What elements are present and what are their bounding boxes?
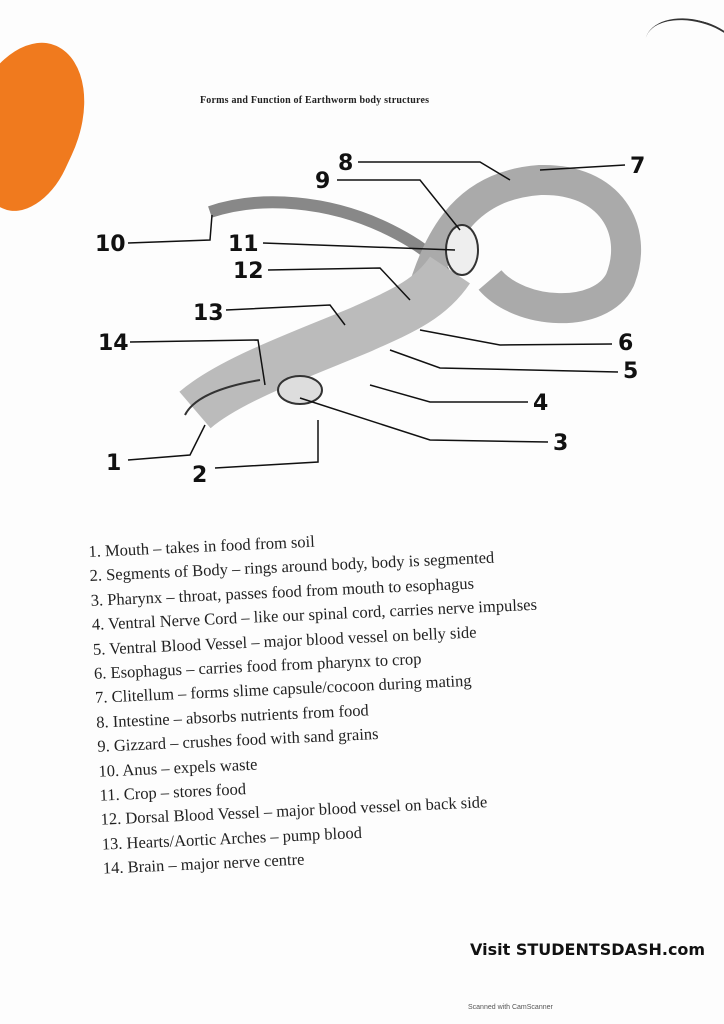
structure-num: 8. <box>95 712 110 732</box>
structure-num: 9. <box>96 736 111 757</box>
scanner-note: Scanned with CamScanner <box>468 1004 553 1011</box>
structure-num: 2. <box>89 565 103 586</box>
structure-name: Crop <box>123 783 158 804</box>
structure-name: Gizzard <box>113 733 167 756</box>
structure-name: Clitellum <box>111 684 175 707</box>
diagram-label-4: 4 <box>533 391 548 416</box>
structure-function: major nerve centre <box>180 849 305 875</box>
structure-name: Intestine <box>112 709 170 731</box>
structure-num: 6. <box>93 663 107 683</box>
structure-name: Brain <box>127 856 165 877</box>
watermark: Visit STUDENTSDASH.com <box>470 940 706 959</box>
structure-num: 12. <box>100 809 122 830</box>
mouth <box>184 379 261 416</box>
diagram-label-2: 2 <box>192 463 207 488</box>
diagram-label-1: 1 <box>106 451 121 476</box>
structure-num: 3. <box>90 590 104 610</box>
structure-function: takes in food from soil <box>165 531 316 558</box>
structure-function: stores food <box>172 779 247 802</box>
diagram-label-6: 6 <box>618 331 633 356</box>
structure-name: Ventral Blood Vessel <box>108 632 248 658</box>
structure-num: 7. <box>94 687 108 708</box>
earthworm-diagram: 1 2 3 4 5 6 7 8 9 10 11 12 13 14 <box>95 151 645 488</box>
structure-function: pump blood <box>282 822 363 846</box>
structure-num: 13. <box>101 833 123 854</box>
structure-num: 4. <box>91 614 105 635</box>
structure-num: 1. <box>88 541 102 561</box>
structure-name: Dorsal Blood Vessel <box>124 802 261 829</box>
diagram-label-3: 3 <box>553 431 568 456</box>
structure-name: Hearts/Aortic Arches <box>126 827 267 853</box>
page-title: Forms and Function of Earthworm body str… <box>200 95 430 106</box>
paper-edge <box>637 8 724 94</box>
diagram-label-12: 12 <box>233 259 264 284</box>
diagram-label-7: 7 <box>630 154 645 179</box>
worm-loop <box>405 164 642 324</box>
diagram-label-13: 13 <box>193 301 224 326</box>
structure-name: Anus <box>121 758 158 780</box>
diagram-label-10: 10 <box>95 232 126 257</box>
structure-name: Esophagus <box>110 659 183 683</box>
structure-name: Pharynx <box>106 587 163 609</box>
leader-lines <box>127 161 626 469</box>
diagram-label-5: 5 <box>623 359 638 384</box>
structure-num: 5. <box>92 638 106 659</box>
structure-function: expels waste <box>173 754 258 777</box>
structure-name: Ventral Nerve Cord <box>107 608 238 634</box>
structure-num: 14. <box>102 858 124 878</box>
structure-num: 11. <box>99 784 121 805</box>
diagram-label-14: 14 <box>98 331 129 356</box>
diagram-label-9: 9 <box>315 169 330 194</box>
structure-name: Mouth <box>104 539 150 561</box>
structure-num: 10. <box>98 760 120 781</box>
structure-name: Segments of Body <box>105 560 229 585</box>
diagram-label-8: 8 <box>338 151 353 176</box>
diagram-label-11: 11 <box>228 232 259 257</box>
pharynx <box>277 375 323 405</box>
